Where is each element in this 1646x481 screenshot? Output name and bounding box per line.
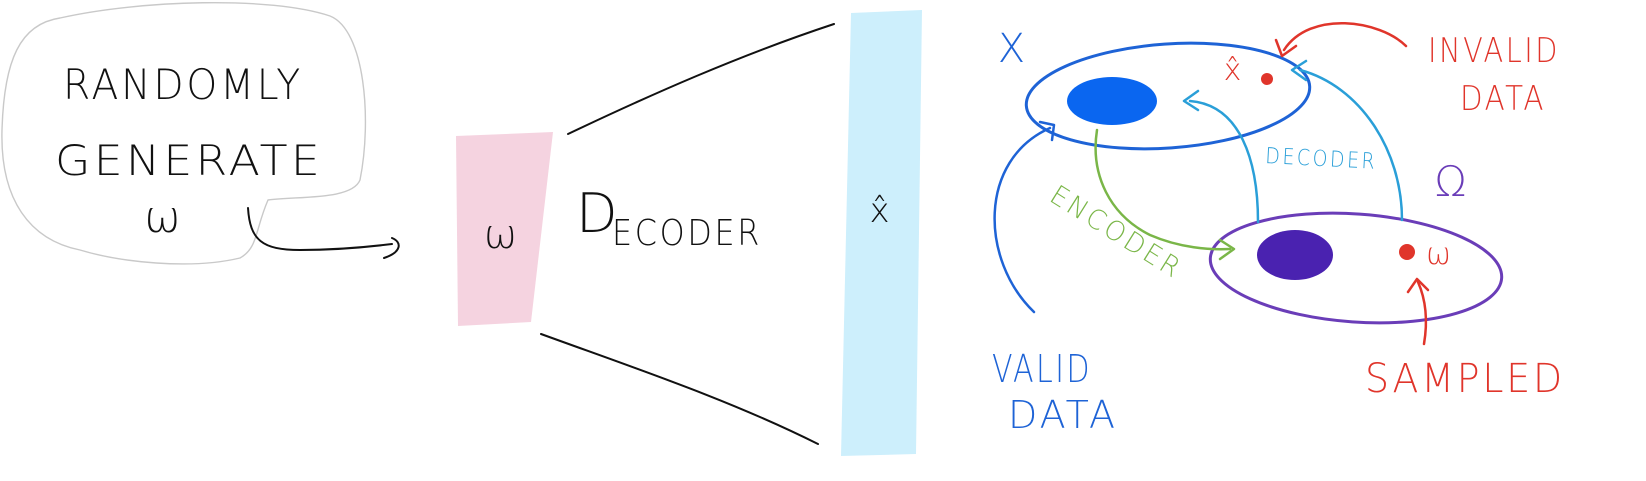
sampled-arrowhead [1406, 277, 1430, 294]
thought-bubble: RANDOMLY GENERATE ω [1, 1, 367, 265]
decoder-label-initial: D [576, 182, 621, 245]
space-diagram: X Ω ENCODER DECODER x̂ ω INVALID DATA [992, 21, 1565, 437]
decoder-top-edge [567, 23, 835, 135]
latent-space-label: Ω [1434, 157, 1469, 206]
decoder-network: ω D DECODER ECODER x̂ [456, 10, 922, 456]
sampled-label: SAMPLED [1365, 356, 1565, 402]
invalid-data-line-1: INVALID [1428, 31, 1560, 71]
decoder-label-rest: ECODER [612, 213, 762, 254]
output-block [841, 10, 922, 456]
valid-data-line-1: VALID [992, 347, 1092, 391]
invalid-data-line-2: DATA [1460, 79, 1546, 119]
latent-space-ellipse [1208, 211, 1504, 325]
latent-blob [1257, 230, 1333, 280]
sampled-point [1399, 244, 1415, 260]
invalid-point [1261, 73, 1273, 85]
decoder-arrow-invalid-head [1290, 59, 1308, 82]
valid-data-arrow [993, 126, 1052, 314]
encoder-arrowhead [1218, 238, 1236, 261]
decoder-arrow-valid [1188, 99, 1260, 224]
latent-block-label: ω [484, 212, 521, 258]
data-space-ellipse [1024, 41, 1312, 151]
valid-data-blob [1067, 77, 1157, 125]
valid-data-arrowhead [1038, 120, 1056, 142]
decoder-arrow-invalid [1298, 68, 1404, 222]
encoder-label: ENCODER [1044, 180, 1188, 286]
bubble-to-latent-arrow [247, 207, 393, 251]
data-space-label: X [998, 26, 1028, 72]
decoder-bottom-edge [540, 333, 819, 445]
valid-data-line-2: DATA [1008, 393, 1118, 437]
output-block-label: x̂ [869, 191, 892, 231]
sampled-arrow [1416, 280, 1428, 346]
bubble-line-2: GENERATE [55, 136, 323, 185]
omega-point-label: ω [1426, 237, 1454, 272]
x-hat-label: x̂ [1224, 53, 1245, 88]
encoder-arrow [1094, 128, 1232, 251]
invalid-data-arrowhead [1274, 38, 1298, 58]
bubble-line-3: ω [144, 192, 184, 243]
decoder-space-label: DECODER [1265, 144, 1378, 175]
bubble-outline [1, 1, 367, 265]
invalid-data-arrow [1282, 21, 1408, 52]
bubble-to-latent-arrowhead [383, 237, 400, 259]
latent-block [456, 132, 553, 326]
bubble-line-1: RANDOMLY [63, 60, 303, 109]
decoder-arrow-valid-head [1182, 89, 1200, 112]
